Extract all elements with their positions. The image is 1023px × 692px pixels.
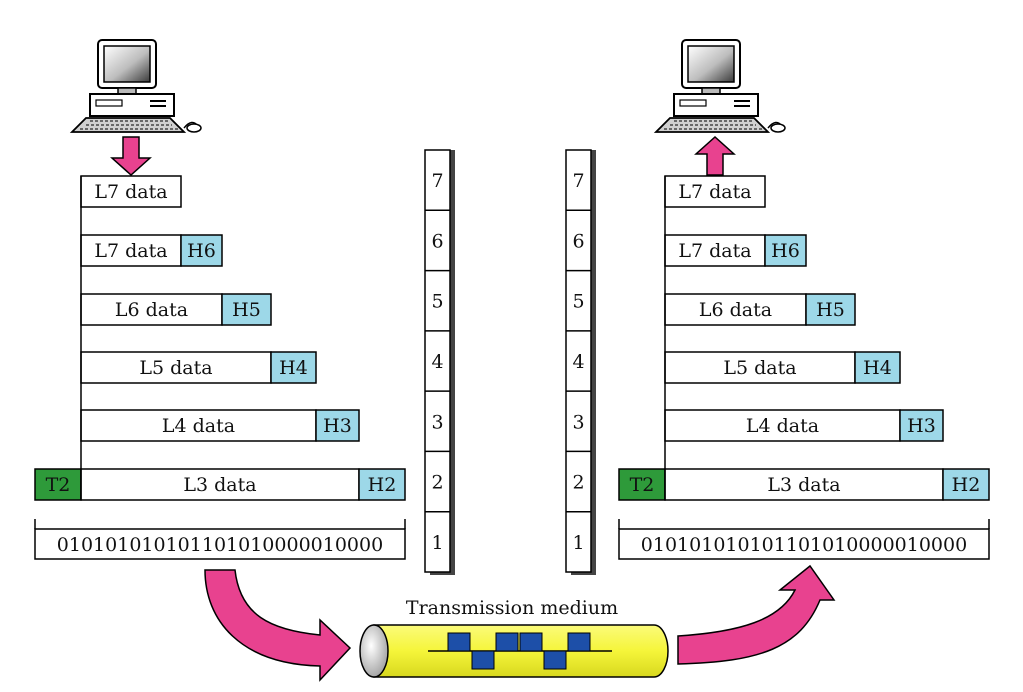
packet-data-label: L7 data (94, 181, 167, 203)
packet-data-label: L4 data (746, 415, 819, 437)
packet-header-label: H6 (771, 240, 800, 262)
receiver-packet-l4: L5 data H4 (664, 351, 901, 384)
packet-data-label: L5 data (723, 357, 796, 379)
sender-layer-number: 7 (431, 170, 443, 192)
packet-data-label: L4 data (162, 415, 235, 437)
sender-packet-l4: L5 data H4 (80, 351, 317, 384)
sender-computer-icon (69, 39, 202, 133)
packet-header-label: H3 (907, 415, 936, 437)
sender-packet-l2: T2 L3 data H2 (34, 468, 406, 501)
receiver-layer-number: 4 (572, 351, 584, 373)
receiver-layer-stack: 7 6 5 4 3 2 1 (565, 149, 596, 575)
receiver-layer-number: 7 (572, 170, 584, 192)
packet-header-label: H5 (232, 299, 261, 321)
receiver-bitstream: 010101010101101010000010000 (618, 519, 990, 560)
receiver-packet-l3: L4 data H3 (664, 409, 944, 442)
sender-layer-number: 5 (431, 291, 443, 313)
packet-header-label: H2 (368, 474, 397, 496)
send-curved-arrow (204, 569, 352, 682)
packet-header-label: H3 (323, 415, 352, 437)
signal-waveform (428, 632, 612, 670)
receiver-computer-icon (653, 39, 786, 133)
packet-data-label: L7 data (94, 240, 167, 262)
receiver-layer-number: 2 (572, 472, 584, 494)
packet-trailer-label: T2 (46, 474, 71, 496)
receive-curved-arrow (677, 564, 836, 665)
packet-header-label: H4 (863, 357, 892, 379)
packet-data-label: L3 data (183, 474, 256, 496)
signal-pulse (471, 650, 495, 670)
transmission-medium-label: Transmission medium (406, 597, 618, 619)
bitstream-label: 010101010101101010000010000 (641, 534, 967, 556)
receiver-layer-number: 1 (572, 532, 584, 554)
sender-layer-number: 4 (431, 351, 443, 373)
sender-packet-l7: L7 data (80, 175, 182, 208)
receiver-packet-l2: T2 L3 data H2 (618, 468, 990, 501)
signal-pulse (447, 632, 471, 652)
sender-layer-number: 2 (431, 472, 443, 494)
signal-pulse (495, 632, 519, 652)
sender-layer-number: 6 (431, 230, 443, 252)
packet-data-label: L7 data (678, 240, 751, 262)
sender-layer-stack: 7 6 5 4 3 2 1 (424, 149, 455, 575)
receiver-packet-l5: L6 data H5 (664, 293, 856, 326)
sender-layer-number: 1 (431, 532, 443, 554)
signal-pulse (567, 632, 591, 652)
sender-layer-number: 3 (431, 411, 443, 433)
receiver-up-arrow (694, 135, 736, 176)
packet-header-label: H5 (816, 299, 845, 321)
packet-trailer-label: T2 (630, 474, 655, 496)
packet-header-label: H4 (279, 357, 308, 379)
sender-packet-l5: L6 data H5 (80, 293, 272, 326)
bitstream-label: 010101010101101010000010000 (57, 534, 383, 556)
receiver-layer-number: 3 (572, 411, 584, 433)
packet-header-label: H2 (952, 474, 981, 496)
receiver-packet-l6: L7 data H6 (664, 234, 807, 267)
sender-down-arrow (110, 136, 152, 177)
sender-packet-l6: L7 data H6 (80, 234, 223, 267)
signal-pulse (543, 650, 567, 670)
packet-data-label: L5 data (139, 357, 212, 379)
sender-packet-l3: L4 data H3 (80, 409, 360, 442)
sender-bitstream: 010101010101101010000010000 (34, 519, 406, 560)
packet-data-label: L3 data (767, 474, 840, 496)
packet-data-label: L6 data (115, 299, 188, 321)
receiver-packet-l7: L7 data (664, 175, 766, 208)
receiver-layer-number: 5 (572, 291, 584, 313)
signal-pulse (519, 632, 543, 652)
packet-data-label: L6 data (699, 299, 772, 321)
packet-header-label: H6 (187, 240, 216, 262)
packet-data-label: L7 data (678, 181, 751, 203)
receiver-layer-number: 6 (572, 230, 584, 252)
